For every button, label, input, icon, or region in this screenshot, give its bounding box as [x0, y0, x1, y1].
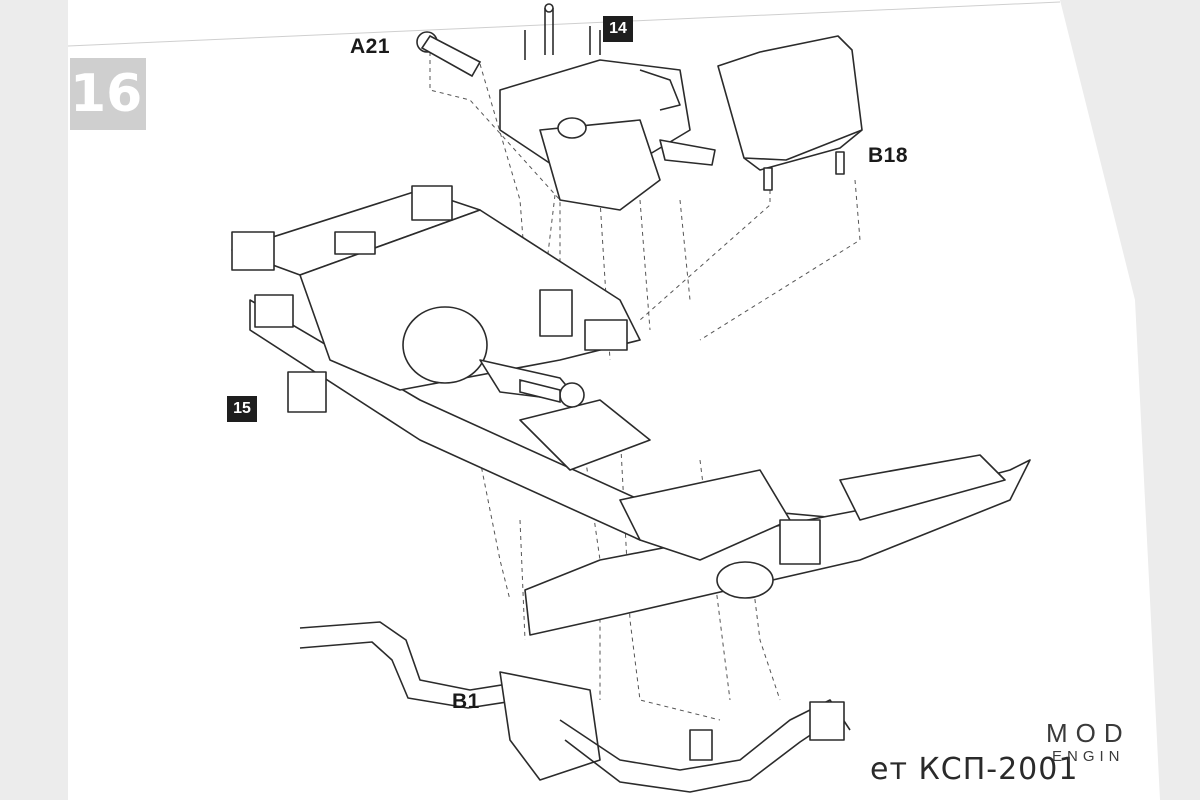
guide-line — [429, 52, 561, 330]
brand-logo-line1: MOD — [1046, 718, 1131, 748]
guide-line — [639, 199, 651, 331]
part-15-bolt — [519, 378, 585, 408]
guide-line — [479, 459, 511, 601]
chassis-bracket — [779, 519, 821, 565]
step-number-badge: 16 — [70, 58, 146, 130]
chassis-hub — [402, 306, 488, 384]
footer-title: ет КСП-2001 — [870, 752, 1079, 787]
part-14-base — [539, 119, 661, 211]
guide-line — [639, 190, 771, 321]
assembly-guide-lines — [429, 52, 861, 721]
guide-line — [579, 419, 601, 700]
chassis-rear-hub — [716, 561, 774, 599]
label-b1: B1 — [452, 690, 480, 713]
chassis-rear-block — [619, 469, 791, 561]
chassis-mount — [411, 185, 453, 221]
bolt-shaft — [519, 378, 561, 404]
pipe-hanger — [689, 729, 713, 761]
part-14-socket — [557, 117, 587, 139]
part-14-vent — [639, 69, 681, 111]
label-a21: A21 — [350, 35, 391, 58]
muffler — [499, 671, 601, 781]
bolt-head — [559, 382, 585, 408]
pipe-outline — [559, 699, 851, 771]
guide-line — [699, 179, 861, 341]
callout-box-14: 14 — [603, 16, 633, 42]
pipe-outline — [299, 641, 521, 709]
brand-logo-line2: ENGIN — [1052, 748, 1125, 765]
pipe-clamp — [809, 701, 845, 741]
pipe-outline — [564, 721, 831, 793]
part-b18-tab — [763, 167, 773, 191]
part-14-assembly — [499, 3, 716, 211]
paper-sheet — [68, 0, 1160, 800]
part-b18-fold — [743, 129, 863, 171]
chassis-frame — [231, 185, 1031, 636]
callout-box-15: 15 — [227, 396, 257, 422]
guide-line — [699, 459, 731, 701]
chassis-mount — [231, 231, 275, 271]
guide-line — [679, 199, 691, 301]
guide-line — [739, 479, 781, 701]
guide-line — [619, 429, 721, 721]
chassis-bracket — [539, 289, 573, 337]
part-14-knob — [544, 3, 554, 13]
chassis-bracket — [584, 319, 628, 351]
chassis-bracket — [254, 294, 294, 328]
label-b18: B18 — [868, 144, 909, 167]
part-a21 — [416, 31, 482, 78]
chassis-bracket — [287, 371, 327, 413]
part-b18 — [717, 35, 863, 191]
chassis-right-end — [839, 454, 1006, 521]
part-14-bracket — [659, 139, 716, 166]
part-b18-tab — [835, 151, 845, 175]
sheet-top-rule — [67, 1, 1061, 47]
part-a21-shaft — [420, 34, 482, 78]
part-b18-panel — [717, 35, 863, 161]
pipe-outline — [299, 621, 521, 691]
part-b1 — [299, 621, 851, 793]
chassis-mount — [334, 231, 376, 255]
guide-line — [599, 199, 611, 361]
